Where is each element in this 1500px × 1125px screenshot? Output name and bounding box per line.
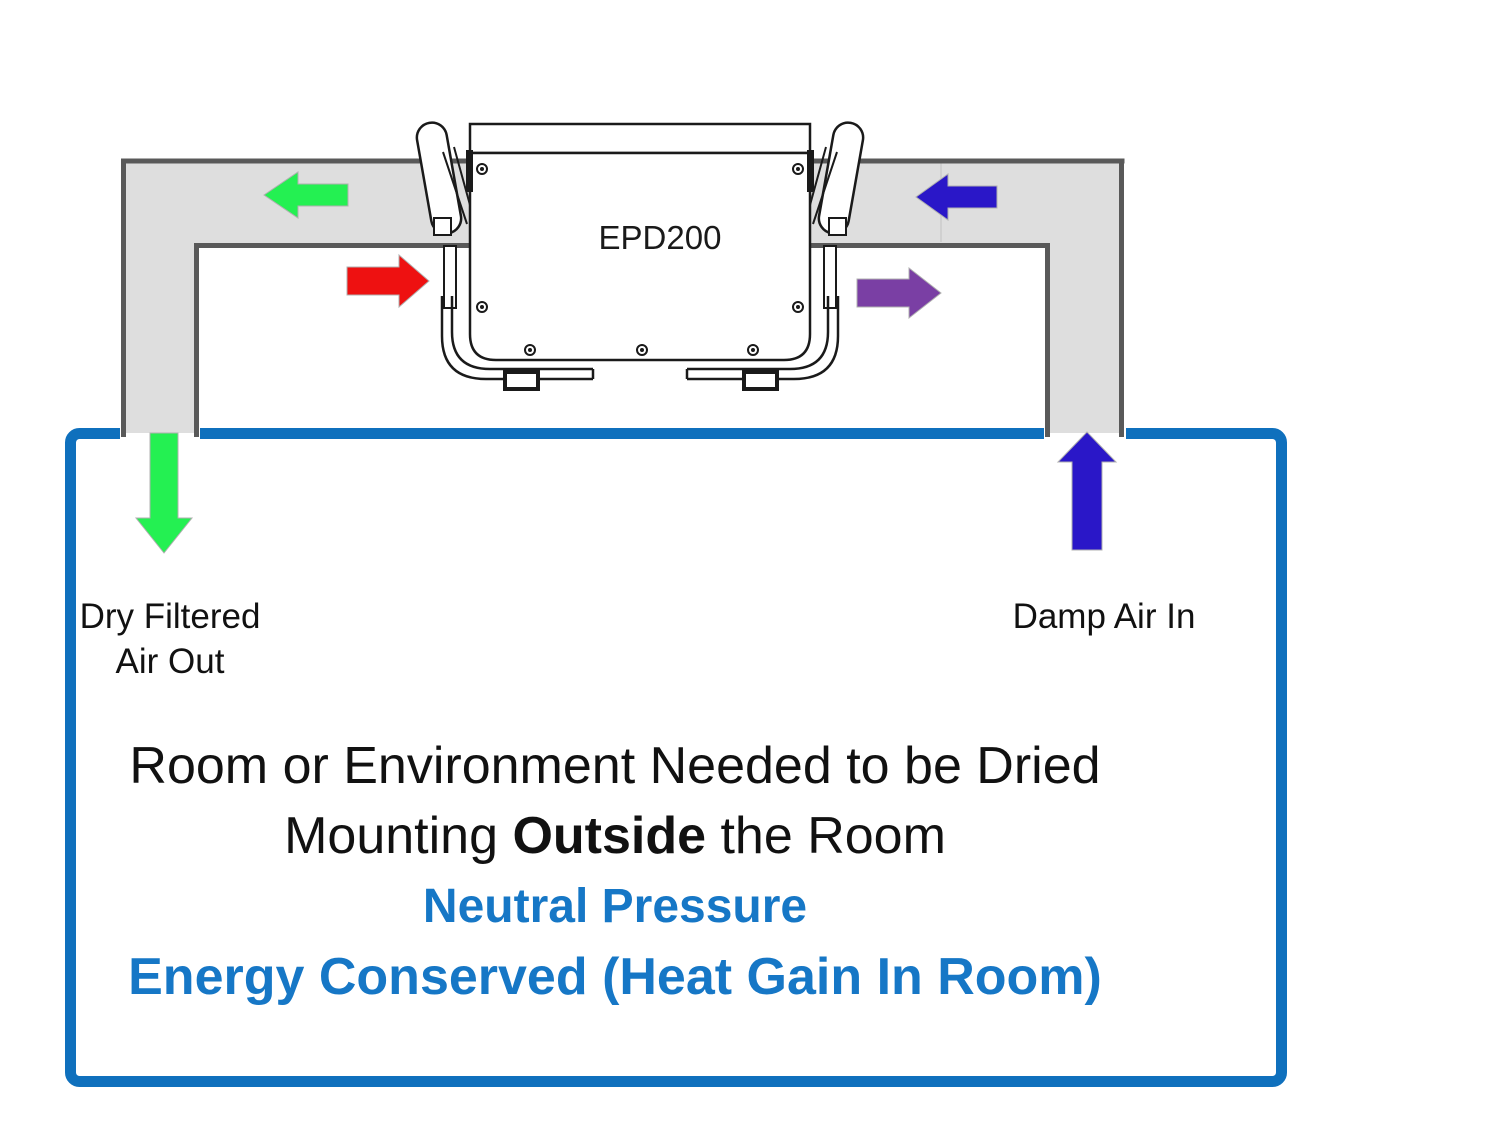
dry-label-line2: Air Out	[115, 642, 225, 681]
caption-line-mounting: Mounting Outside the Room	[65, 801, 1165, 872]
caption-mounting-suffix: the Room	[706, 807, 946, 865]
damp-air-in-label: Damp Air In	[1012, 597, 1196, 636]
room-outline	[65, 428, 1287, 1087]
handle-struts	[442, 146, 838, 225]
caption-block: Room or Environment Needed to be Dried M…	[65, 731, 1165, 1012]
caption-line-neutral-pressure: Neutral Pressure	[422, 880, 808, 933]
caption-line-energy-conserved: Energy Conserved (Heat Gain In Room)	[128, 948, 1102, 1006]
unit-left-seam	[466, 150, 473, 192]
airflow-arrows	[134, 171, 1118, 554]
left-duct	[121, 158, 470, 437]
dry-filtered-air-out-label: Dry Filtered Air Out	[70, 594, 270, 684]
caption-line-room: Room or Environment Needed to be Dried	[129, 737, 1101, 795]
green-arrow-duct-left-icon	[263, 171, 349, 219]
unit-screws	[476, 163, 804, 356]
green-arrow-dry-air-out-icon	[134, 432, 194, 554]
right-handle-bracket	[828, 217, 847, 236]
unit-foot-right	[742, 370, 779, 391]
unit-foot-left	[503, 370, 540, 391]
unit-skid-left	[440, 296, 595, 381]
unit-lid	[468, 122, 812, 155]
blue-arrow-damp-air-in-icon	[1056, 431, 1118, 551]
unit-left-flange	[443, 245, 457, 309]
right-duct-edges	[810, 158, 1125, 437]
right-duct-body	[810, 162, 1122, 433]
unit-model-label: EPD200	[598, 219, 722, 256]
dry-label-line1: Dry Filtered	[79, 597, 261, 636]
unit-right-flange	[823, 245, 837, 309]
unit-right-seam	[807, 150, 814, 192]
blue-arrow-duct-right-icon	[915, 173, 998, 221]
left-duct-edges	[121, 158, 470, 437]
purple-arrow-unit-outlet-icon	[856, 266, 942, 320]
left-handle-bracket	[433, 217, 452, 236]
caption-mounting-bold: Outside	[512, 807, 707, 865]
left-duct-body	[123, 162, 470, 433]
unit-body	[468, 151, 812, 362]
caption-mounting-prefix: Mounting	[284, 807, 513, 865]
unit-skid-right	[685, 296, 840, 381]
red-arrow-unit-inlet-icon	[346, 253, 430, 309]
dehumidifier-unit	[415, 121, 865, 391]
